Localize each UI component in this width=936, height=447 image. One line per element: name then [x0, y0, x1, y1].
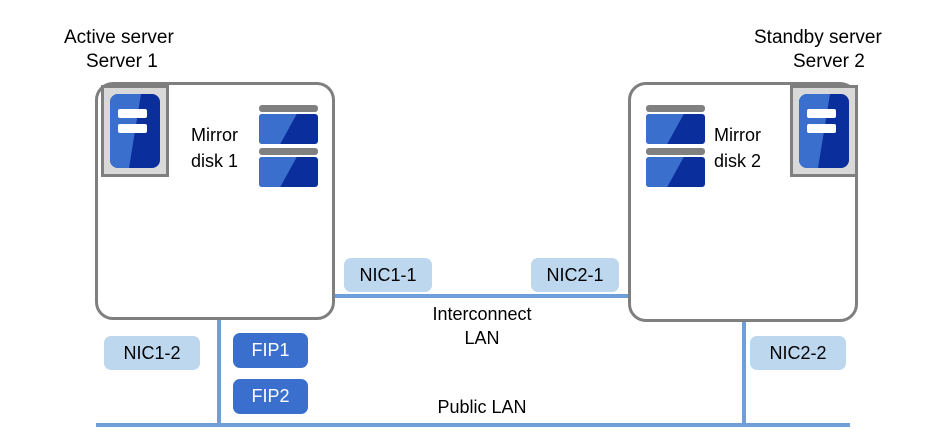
server-icon-slot-bar	[118, 123, 147, 134]
server1-box: Mirror disk 1	[95, 82, 335, 320]
interconnect-lan-label-line1: Interconnect	[432, 304, 532, 324]
mirror-disk-icon	[259, 105, 318, 187]
disk-unit	[259, 148, 318, 187]
fip-pill-fip1[interactable]: FIP1	[233, 333, 308, 368]
server-icon-slot-bar	[807, 108, 836, 119]
server2-name-label: Server 2	[793, 51, 865, 72]
disk-unit	[646, 148, 705, 187]
disk-cap	[646, 105, 705, 112]
server-icon	[101, 85, 169, 177]
disk-cap	[259, 148, 318, 155]
public-lan-label: Public LAN	[437, 397, 527, 417]
server-icon-body	[799, 94, 849, 168]
mirror-disk2-label-line2: disk 2	[714, 151, 762, 171]
interconnect-lan-line	[333, 294, 629, 298]
disk-unit	[646, 105, 705, 144]
server-icon	[790, 85, 858, 177]
disk-body	[259, 114, 318, 144]
server2-box: Mirror disk 2	[628, 82, 858, 322]
server2-role-label: Standby server	[754, 27, 882, 48]
nic-pill-nic2-2[interactable]: NIC2-2	[750, 336, 846, 370]
mirror-disk1-label-line2: disk 1	[191, 151, 239, 171]
server1-role-label: Active server	[64, 27, 174, 48]
nic-pill-nic1-2[interactable]: NIC1-2	[104, 336, 200, 370]
disk-body	[646, 157, 705, 187]
disk-body	[259, 157, 318, 187]
server-icon-body	[110, 94, 160, 168]
public-lan-line	[96, 423, 850, 427]
fip-pill-fip2[interactable]: FIP2	[233, 379, 308, 414]
server2-public-lan-link	[742, 320, 746, 425]
server1-public-lan-link	[217, 318, 221, 425]
mirror-disk1-label-line1: Mirror	[191, 125, 238, 145]
disk-unit	[259, 105, 318, 144]
disk-cap	[646, 148, 705, 155]
nic-pill-nic2-1[interactable]: NIC2-1	[531, 258, 619, 292]
server-icon-slot-bar	[807, 123, 836, 134]
mirror-disk-icon	[646, 105, 705, 187]
server1-name-label: Server 1	[86, 51, 158, 72]
disk-body	[646, 114, 705, 144]
interconnect-lan-label-line2: LAN	[464, 328, 500, 348]
mirror-disk2-label-line1: Mirror	[714, 125, 761, 145]
server-icon-slot-bar	[118, 108, 147, 119]
disk-cap	[259, 105, 318, 112]
nic-pill-nic1-1[interactable]: NIC1-1	[344, 258, 432, 292]
